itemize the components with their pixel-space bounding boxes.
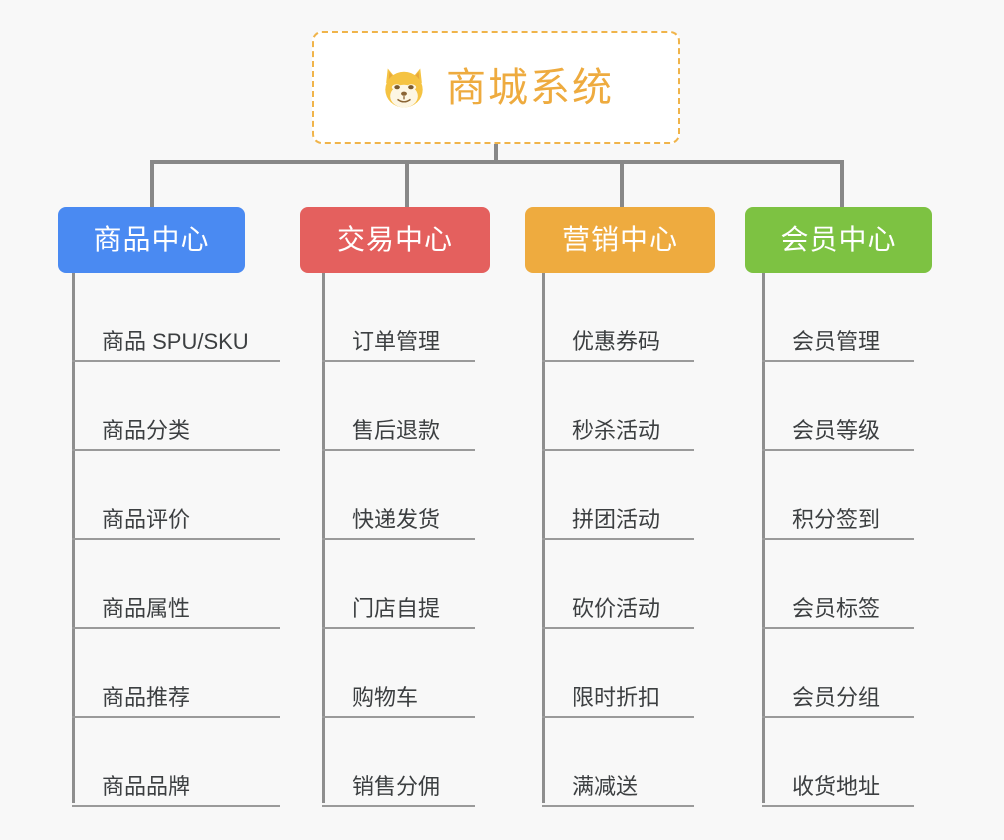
list-item[interactable]: 收货地址 xyxy=(762,718,914,807)
category-header-marketing-center[interactable]: 营销中心 xyxy=(525,207,715,273)
leaf-label: 购物车 xyxy=(352,685,419,710)
leaf-label: 会员标签 xyxy=(792,596,881,621)
list-item[interactable]: 售后退款 xyxy=(322,362,475,451)
leaf-underline xyxy=(72,449,280,451)
list-item[interactable]: 商品评价 xyxy=(72,451,280,540)
leaf-underline xyxy=(762,716,914,718)
leaf-list: 优惠券码 秒杀活动 拼团活动 砍价活动 限时折扣 满减送 xyxy=(542,273,694,807)
category-label: 商品中心 xyxy=(93,224,210,255)
list-item[interactable]: 积分签到 xyxy=(762,451,914,540)
list-item[interactable]: 限时折扣 xyxy=(542,629,694,718)
leaf-label: 售后退款 xyxy=(352,418,441,443)
leaf-underline xyxy=(322,805,475,807)
category-header-member-center[interactable]: 会员中心 xyxy=(745,207,932,273)
list-item[interactable]: 商品 SPU/SKU xyxy=(72,273,280,362)
leaf-label: 会员等级 xyxy=(792,418,881,443)
leaf-underline xyxy=(542,627,694,629)
list-item[interactable]: 会员分组 xyxy=(762,629,914,718)
root-title: 商城系统 xyxy=(446,65,614,110)
leaf-label: 商品推荐 xyxy=(102,685,191,710)
leaf-underline xyxy=(322,538,475,540)
connector-drop xyxy=(620,160,624,207)
leaf-underline xyxy=(762,627,914,629)
leaf-label: 会员分组 xyxy=(792,685,881,710)
connector-drop xyxy=(840,160,844,207)
leaf-label: 销售分佣 xyxy=(352,774,441,799)
list-item[interactable]: 商品属性 xyxy=(72,540,280,629)
list-item[interactable]: 购物车 xyxy=(322,629,475,718)
leaf-label: 砍价活动 xyxy=(572,596,661,621)
leaf-label: 优惠券码 xyxy=(572,329,661,354)
leaf-underline xyxy=(542,449,694,451)
list-item[interactable]: 商品分类 xyxy=(72,362,280,451)
leaf-underline xyxy=(322,360,475,362)
leaf-label: 会员管理 xyxy=(792,329,881,354)
category-label: 交易中心 xyxy=(336,224,453,255)
leaf-label: 收货地址 xyxy=(792,774,881,799)
leaf-underline xyxy=(762,449,914,451)
list-item[interactable]: 订单管理 xyxy=(322,273,475,362)
leaf-underline xyxy=(542,360,694,362)
leaf-underline xyxy=(762,360,914,362)
leaf-underline xyxy=(72,716,280,718)
list-item[interactable]: 会员标签 xyxy=(762,540,914,629)
connector-drop xyxy=(150,160,154,207)
list-item[interactable]: 销售分佣 xyxy=(322,718,475,807)
leaf-list: 订单管理 售后退款 快递发货 门店自提 购物车 销售分佣 xyxy=(322,273,475,807)
leaf-underline xyxy=(322,716,475,718)
category-label: 会员中心 xyxy=(780,224,897,255)
leaf-underline xyxy=(72,538,280,540)
root-node-mall-system[interactable]: 商城系统 xyxy=(312,31,680,144)
category-header-trade-center[interactable]: 交易中心 xyxy=(300,207,490,273)
list-item[interactable]: 门店自提 xyxy=(322,540,475,629)
leaf-label: 满减送 xyxy=(572,774,639,799)
leaf-underline xyxy=(542,538,694,540)
list-item[interactable]: 商品品牌 xyxy=(72,718,280,807)
list-item[interactable]: 优惠券码 xyxy=(542,273,694,362)
leaf-label: 商品品牌 xyxy=(102,774,191,799)
leaf-label: 秒杀活动 xyxy=(572,418,661,443)
leaf-label: 限时折扣 xyxy=(572,685,661,710)
list-item[interactable]: 商品推荐 xyxy=(72,629,280,718)
shiba-dog-face-icon xyxy=(378,62,430,114)
leaf-label: 门店自提 xyxy=(352,596,441,621)
connector-root-stem xyxy=(494,144,498,164)
leaf-label: 商品 SPU/SKU xyxy=(102,329,249,354)
list-item[interactable]: 满减送 xyxy=(542,718,694,807)
list-item[interactable]: 快递发货 xyxy=(322,451,475,540)
leaf-underline xyxy=(72,627,280,629)
leaf-underline xyxy=(72,360,280,362)
leaf-label: 商品分类 xyxy=(102,418,191,443)
leaf-underline xyxy=(72,805,280,807)
list-item[interactable]: 会员等级 xyxy=(762,362,914,451)
list-item[interactable]: 砍价活动 xyxy=(542,540,694,629)
leaf-label: 拼团活动 xyxy=(572,507,661,532)
leaf-underline xyxy=(322,627,475,629)
leaf-underline xyxy=(542,805,694,807)
leaf-label: 商品属性 xyxy=(102,596,191,621)
leaf-underline xyxy=(542,716,694,718)
leaf-underline xyxy=(762,805,914,807)
leaf-underline xyxy=(762,538,914,540)
category-label: 营销中心 xyxy=(561,224,678,255)
leaf-underline xyxy=(322,449,475,451)
leaf-label: 商品评价 xyxy=(102,507,191,532)
list-item[interactable]: 秒杀活动 xyxy=(542,362,694,451)
leaf-list: 会员管理 会员等级 积分签到 会员标签 会员分组 收货地址 xyxy=(762,273,914,807)
category-header-product-center[interactable]: 商品中心 xyxy=(58,207,245,273)
list-item[interactable]: 会员管理 xyxy=(762,273,914,362)
connector-drop xyxy=(405,160,409,207)
connector-horizontal-bus xyxy=(150,160,842,164)
leaf-label: 订单管理 xyxy=(352,329,441,354)
leaf-label: 积分签到 xyxy=(792,507,881,532)
leaf-list: 商品 SPU/SKU 商品分类 商品评价 商品属性 商品推荐 商品品牌 xyxy=(72,273,280,807)
list-item[interactable]: 拼团活动 xyxy=(542,451,694,540)
leaf-label: 快递发货 xyxy=(352,507,441,532)
